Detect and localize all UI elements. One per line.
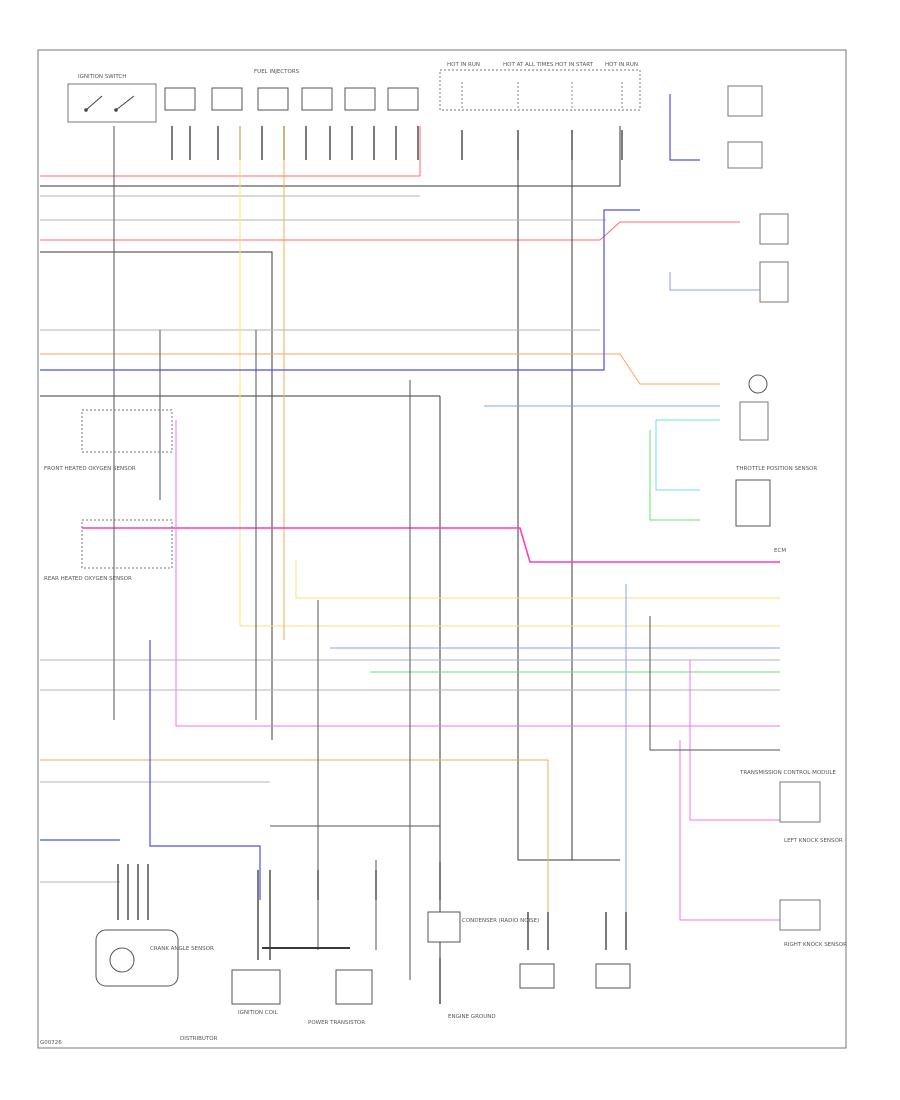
left-knock-label: LEFT KNOCK SENSOR (784, 838, 843, 844)
wire-yellow (239, 126, 780, 627)
fuel-injector-6 (387, 87, 419, 111)
fuel-injector-5 (344, 87, 376, 111)
fuel-injector-2 (211, 87, 243, 111)
bottom-sensors (519, 912, 631, 989)
tps-box (735, 479, 771, 527)
engine-ground-label: ENGINE GROUND (448, 1014, 496, 1020)
wire-red-main (40, 126, 740, 241)
condenser: CONDENSER (RADIO NOISE) ENGINE GROUND (427, 862, 539, 1020)
wire-light-blue (330, 272, 780, 950)
wire-orange (40, 126, 720, 950)
tcm-label: TRANSMISSION CONTROL MODULE (739, 770, 836, 776)
throttle-sensor-label: THROTTLE POSITION SENSOR (735, 466, 817, 472)
ignition-switch-label: IGNITION SWITCH (78, 74, 126, 80)
injector-connectors (171, 126, 623, 160)
right-components: THROTTLE POSITION SENSOR TRANSMISSION CO… (727, 85, 847, 948)
relay-label-c: HOT IN START (555, 62, 594, 68)
relay-label-d: HOT IN RUN (605, 62, 638, 68)
distributor: CRANK ANGLE SENSOR DISTRIBUTOR (95, 864, 218, 1042)
relay-column (439, 69, 641, 111)
distributor-label: DISTRIBUTOR (180, 1036, 218, 1042)
ecm-label: ECM (774, 548, 786, 554)
wire-green (370, 430, 780, 673)
ignition-coil: IGNITION COIL (231, 870, 281, 1016)
wire-magenta (82, 527, 780, 563)
relay-label-a: HOT IN RUN (447, 62, 480, 68)
fuel-injectors-label: FUEL INJECTORS (254, 69, 300, 75)
left-components: FRONT HEATED OXYGEN SENSOR REAR HEATED O… (44, 409, 173, 582)
wire-violet (175, 420, 780, 921)
front-o2-label: FRONT HEATED OXYGEN SENSOR (44, 466, 136, 472)
diagram-frame (37, 49, 847, 1049)
power-transistor-label: POWER TRANSISTOR (308, 1020, 365, 1026)
fuel-injector-4 (301, 87, 333, 111)
power-transistor: POWER TRANSISTOR (262, 870, 377, 1026)
condenser-label: CONDENSER (RADIO NOISE) (462, 918, 539, 924)
fuel-injector-3 (257, 87, 289, 111)
fuel-injector-1 (164, 87, 196, 111)
wire-black-bus (40, 126, 621, 1000)
fuel-injector-row (164, 87, 419, 111)
wire-cyan (655, 419, 720, 491)
relay-label-b: HOT AT ALL TIMES (503, 62, 554, 68)
crank-sensor-label: CRANK ANGLE SENSOR (150, 946, 214, 952)
ignition-switch (67, 83, 157, 123)
ignition-coil-label: IGNITION COIL (238, 1010, 279, 1016)
right-knock-label: RIGHT KNOCK SENSOR (784, 942, 847, 948)
wire-blue (40, 94, 700, 900)
rear-o2-label: REAR HEATED OXYGEN SENSOR (44, 576, 132, 582)
page-ref: G00726 (40, 1040, 62, 1046)
